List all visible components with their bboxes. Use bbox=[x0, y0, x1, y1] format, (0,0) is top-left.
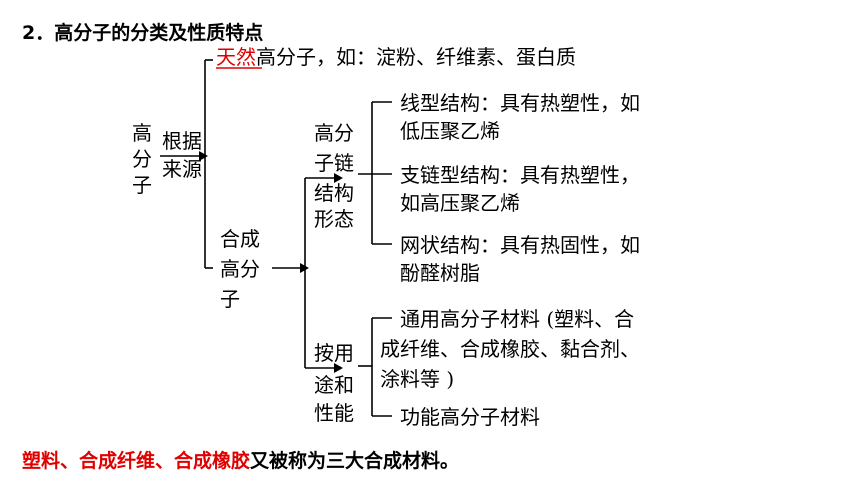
structure-item-1-line-2: 低压聚乙烯 bbox=[400, 119, 500, 143]
root-char-1: 高 bbox=[132, 121, 152, 145]
root-char-3: 子 bbox=[132, 173, 152, 197]
use-label-3: 性能 bbox=[314, 401, 354, 425]
use-item-2: 功能高分子材料 bbox=[400, 405, 540, 429]
structure-label-4: 形态 bbox=[314, 207, 354, 231]
root-char-2: 分 bbox=[132, 147, 152, 171]
use-item-1-line-1: 通用高分子材料 (塑料、合 bbox=[400, 307, 635, 331]
use-label-2: 途和 bbox=[314, 373, 354, 397]
structure-label-1: 高分 bbox=[314, 121, 354, 145]
synthetic-line-2: 高分 bbox=[220, 257, 260, 281]
use-item-1-line-2: 成纤维、合成橡胶、黏合剂、 bbox=[380, 337, 640, 361]
synthetic-line-1: 合成 bbox=[220, 227, 260, 251]
footer-highlight: 塑料、合成纤维、合成橡胶 bbox=[22, 450, 251, 472]
structure-label-3: 结构 bbox=[314, 181, 354, 205]
use-label-1: 按用 bbox=[314, 341, 354, 365]
criterion-line-2: 来源 bbox=[162, 157, 202, 181]
structure-item-2-line-1: 支链型结构：具有热塑性， bbox=[400, 163, 640, 187]
structure-item-2-line-2: 如高压聚乙烯 bbox=[400, 191, 520, 215]
footer-note: 塑料、合成纤维、合成橡胶又被称为三大合成材料。 bbox=[22, 446, 459, 473]
synthetic-line-3: 子 bbox=[220, 287, 240, 311]
footer-text: 又被称为三大合成材料。 bbox=[250, 450, 460, 472]
structure-item-3-line-1: 网状结构：具有热固性，如 bbox=[400, 233, 640, 257]
structure-item-1-line-1: 线型结构：具有热塑性，如 bbox=[400, 91, 640, 115]
structure-item-3-line-2: 酚醛树脂 bbox=[400, 261, 480, 285]
natural-word: 天然 bbox=[216, 45, 256, 69]
structure-label-2: 子链 bbox=[314, 151, 354, 175]
use-item-1-line-3: 涂料等 ) bbox=[380, 367, 455, 391]
criterion-line-1: 根据 bbox=[162, 129, 202, 153]
natural-polymer-line: 天然高分子，如：淀粉、纤维素、蛋白质 bbox=[216, 44, 576, 70]
natural-description: 高分子，如：淀粉、纤维素、蛋白质 bbox=[256, 45, 576, 69]
page-title: 2．高分子的分类及性质特点 bbox=[22, 22, 264, 44]
